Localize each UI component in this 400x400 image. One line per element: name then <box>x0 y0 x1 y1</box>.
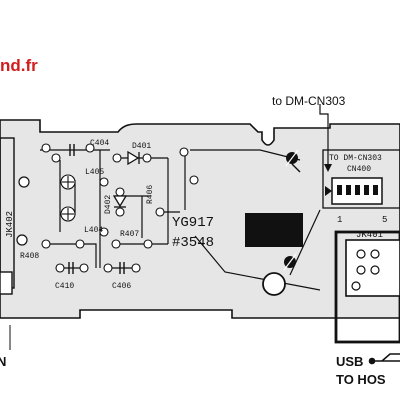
label-c404: C404 <box>90 139 109 148</box>
label-r407: R407 <box>120 230 139 239</box>
usb-label: USB <box>336 354 363 369</box>
label-c410: C410 <box>55 282 74 291</box>
capacitor-c410-symbol <box>68 262 74 274</box>
capacitor-c406-symbol <box>119 262 125 274</box>
jack-pad <box>18 176 30 188</box>
label-d402: D402 <box>104 195 113 214</box>
label-c406: C406 <box>112 282 131 291</box>
board-code-label: YG917 <box>172 215 214 231</box>
callout-leader <box>319 104 329 170</box>
jack-pad <box>16 234 28 246</box>
callout-label: to DM-CN303 <box>272 94 346 108</box>
pin-first-label: 1 <box>337 215 342 225</box>
connector-cn400-outline <box>322 149 400 209</box>
connector-ref-label: CN400 <box>347 165 371 174</box>
callout-arrow <box>324 164 332 172</box>
capacitor-c404-symbol <box>69 144 75 156</box>
usb-jack-ref-label: JK401 <box>356 230 383 240</box>
usb-jack-outline <box>334 230 400 344</box>
label-r406: R406 <box>146 185 155 204</box>
jack-jk402-tab <box>0 271 13 295</box>
left-label-fragment: N <box>0 354 6 369</box>
inductor-l404-symbol <box>62 208 74 220</box>
diode-d402-symbol <box>112 195 128 208</box>
usb-sub-label: TO HOS <box>336 372 386 387</box>
pads <box>41 143 199 273</box>
diode-d401-symbol <box>127 150 140 166</box>
jack-ref-label: JK402 <box>5 211 15 238</box>
ic-block <box>245 213 303 247</box>
label-d401: D401 <box>132 142 151 151</box>
watermark-text: nd.fr <box>0 56 38 75</box>
connector-pins <box>337 185 378 195</box>
screw-icon <box>285 149 301 173</box>
label-l405: L405 <box>85 168 104 177</box>
mounting-hole <box>262 272 286 296</box>
usb-jack-pads <box>351 249 380 291</box>
label-r408: R408 <box>20 252 39 261</box>
board-number-label: #3548 <box>172 235 214 251</box>
connector-silk-label: TO DM-CN303 <box>329 154 382 163</box>
pin1-marker <box>325 186 332 196</box>
label-l404: L404 <box>84 226 103 235</box>
usb-symbol <box>368 353 400 365</box>
screw-icon <box>283 253 297 271</box>
pin-last-label: 5 <box>382 215 387 225</box>
inductor-l405-symbol <box>62 176 74 188</box>
